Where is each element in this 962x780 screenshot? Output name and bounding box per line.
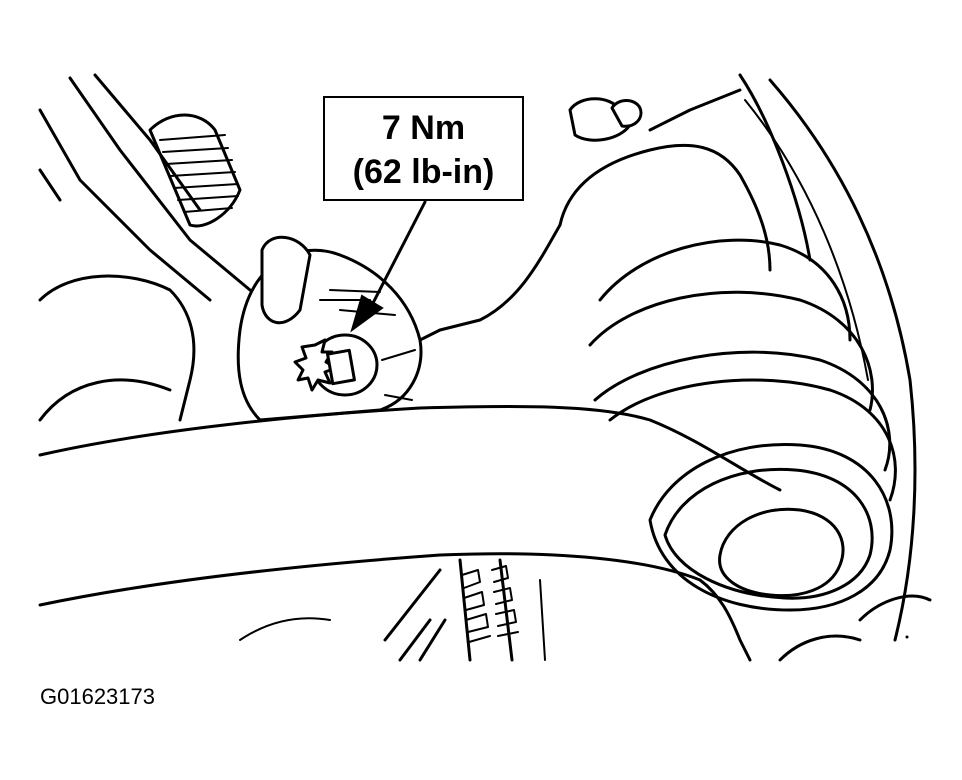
threaded-stud xyxy=(148,113,242,228)
upper-arm-outline xyxy=(38,76,252,302)
rubber-boot xyxy=(588,238,897,502)
callout-arrow xyxy=(350,200,427,333)
ribbed-belt xyxy=(383,558,546,662)
small-dot xyxy=(905,635,909,639)
main-arm-upper-edge xyxy=(38,404,782,492)
tie-rod-housing xyxy=(418,73,812,342)
lower-right-detail xyxy=(778,594,932,662)
main-arm-lower-edge xyxy=(38,552,752,662)
left-housing xyxy=(38,274,196,422)
rod-end-eye xyxy=(648,442,894,612)
wheel-arc xyxy=(768,78,917,642)
torque-metric-label: 7 Nm xyxy=(381,109,466,147)
torque-imperial-label: (62 lb-in) xyxy=(352,153,495,191)
left-lower-arc xyxy=(239,617,331,641)
figure-id: G01623173 xyxy=(40,684,155,709)
torx-bolt xyxy=(293,333,379,397)
wheel-arc-inner xyxy=(744,99,869,381)
torque-callout-box: 7 Nm (62 lb-in) xyxy=(323,96,524,201)
